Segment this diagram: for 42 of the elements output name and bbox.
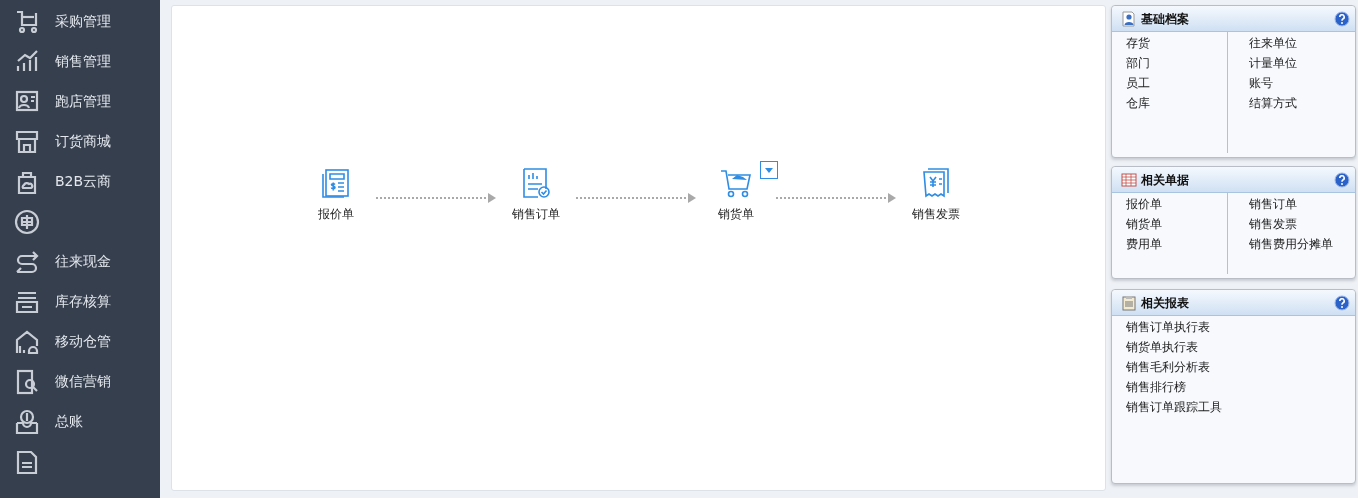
menu-link: 移动仓管	[55, 333, 111, 351]
menu-link: 订货商城	[55, 133, 111, 151]
menu-link: 跑店管理	[55, 93, 111, 111]
node-label: 报价单	[317, 206, 355, 223]
menu-link: 销售订单跟踪工具	[1126, 399, 1222, 416]
menu-link: 销售发票	[1249, 216, 1297, 233]
menu-link: 往来单位	[1249, 35, 1297, 52]
menu-link: 费用单	[1126, 236, 1162, 253]
menu-link: 账号	[1249, 75, 1273, 92]
menu-link: 结算方式	[1249, 95, 1297, 112]
menu-link: 销售排行榜	[1126, 379, 1186, 396]
menu-link: 存货	[1126, 35, 1150, 52]
panel-title: 相关单据	[1141, 172, 1189, 189]
info-panel	[1111, 166, 1356, 279]
menu-link: 销货单执行表	[1126, 339, 1198, 356]
menu-link: 销售费用分摊单	[1249, 236, 1333, 253]
menu-link: 微信营销	[55, 373, 111, 391]
panel-title: 基础档案	[1141, 11, 1189, 28]
menu-link: 报价单	[1126, 196, 1162, 213]
menu-link: 仓库	[1126, 95, 1150, 112]
menu-link: 销售订单执行表	[1126, 319, 1210, 336]
arrow	[775, 193, 897, 203]
menu-link: 销售毛利分析表	[1126, 359, 1210, 376]
menu-link: B2B云商	[55, 173, 112, 191]
arrow	[575, 193, 697, 203]
menu-link: 销货单	[1126, 216, 1162, 233]
menu-link: 销售管理	[55, 53, 111, 71]
menu-link: 员工	[1126, 75, 1150, 92]
info-panel	[1111, 289, 1356, 484]
arrow	[375, 193, 497, 203]
menu-link: 部门	[1126, 55, 1150, 72]
menu-link: 往来现金	[55, 253, 111, 271]
panel-title: 相关报表	[1141, 295, 1189, 312]
node-label: 销售订单	[511, 206, 561, 223]
menu-link: 库存核算	[55, 293, 111, 311]
node-label: 销货单	[717, 206, 755, 223]
menu-link: 采购管理	[55, 13, 111, 31]
menu-link: 总账	[55, 413, 83, 431]
menu-link: 销售订单	[1249, 196, 1297, 213]
node-label: 销售发票	[911, 206, 961, 223]
info-panel	[1111, 5, 1356, 158]
menu-link: 计量单位	[1249, 55, 1297, 72]
